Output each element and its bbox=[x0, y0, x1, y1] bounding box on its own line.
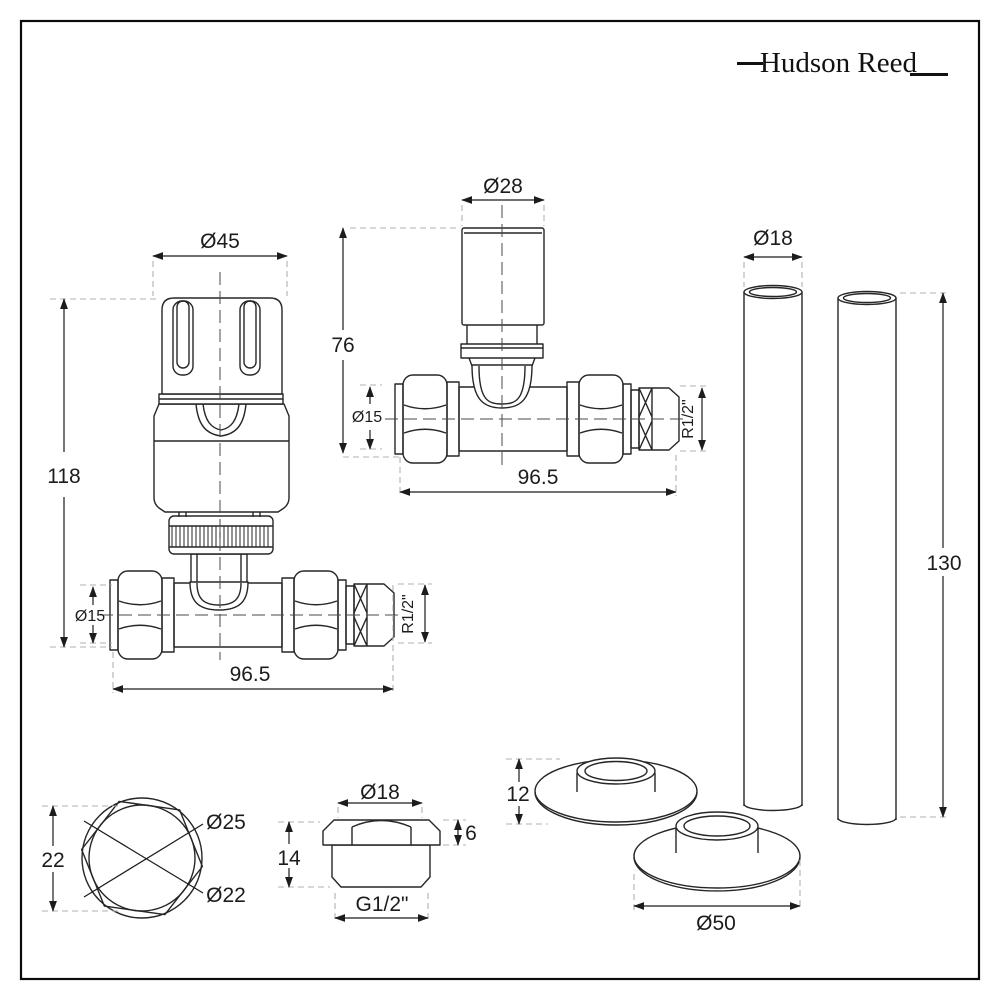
plug-head-diameter-label: Ø18 bbox=[360, 781, 400, 804]
nut-od-label: Ø25 bbox=[206, 811, 246, 834]
collar-2 bbox=[633, 811, 801, 892]
trv-thread-label: R1/2" bbox=[400, 594, 417, 633]
pipe-diameter-label: Ø18 bbox=[753, 227, 793, 250]
trv-length-label: 96.5 bbox=[230, 663, 271, 686]
pipe-length-label: 130 bbox=[926, 552, 961, 575]
cover-collars-drawing bbox=[534, 757, 801, 892]
trv-head-width-label: Ø45 bbox=[200, 230, 240, 253]
lockshield-valve-drawing bbox=[394, 227, 680, 464]
nut-id-label: Ø22 bbox=[206, 884, 246, 907]
plug-head-height-label: 6 bbox=[465, 822, 477, 845]
lockshield-length-label: 96.5 bbox=[518, 466, 559, 489]
trv-height-label: 118 bbox=[47, 465, 80, 488]
brand-logo: Hudson Reed bbox=[736, 47, 948, 80]
nut-top-view-drawing bbox=[80, 797, 204, 919]
dimension-labels: Ø45 118 Ø15 96.5 R1/2" Ø28 76 Ø15 96.5 R… bbox=[41, 175, 961, 935]
plug-thread-label: G1/2" bbox=[356, 893, 409, 916]
logo-right-rule bbox=[910, 73, 948, 76]
lockshield-cap-label: Ø28 bbox=[483, 175, 523, 198]
collar-1 bbox=[534, 757, 698, 826]
collar-diameter-label: Ø50 bbox=[696, 912, 736, 935]
nut-flats-label: 22 bbox=[41, 849, 64, 872]
collar-height-label: 12 bbox=[506, 783, 529, 806]
lockshield-inlet-label: Ø15 bbox=[352, 409, 382, 426]
extension-lines bbox=[42, 205, 948, 920]
trv-inlet-label: Ø15 bbox=[75, 608, 105, 625]
plug-height-label: 14 bbox=[277, 847, 301, 870]
pipes-drawing bbox=[743, 284, 897, 826]
thermostatic-valve-drawing bbox=[109, 297, 395, 660]
drawing-border bbox=[19, 19, 981, 981]
logo-left-rule bbox=[736, 62, 763, 65]
brand-name: Hudson Reed bbox=[759, 47, 917, 79]
centre-lines bbox=[100, 205, 688, 660]
lockshield-height-label: 76 bbox=[331, 334, 354, 357]
dimension-lines bbox=[49, 196, 947, 922]
blanking-plug-drawing bbox=[322, 819, 441, 888]
lockshield-thread-label: R1/2" bbox=[680, 399, 697, 438]
